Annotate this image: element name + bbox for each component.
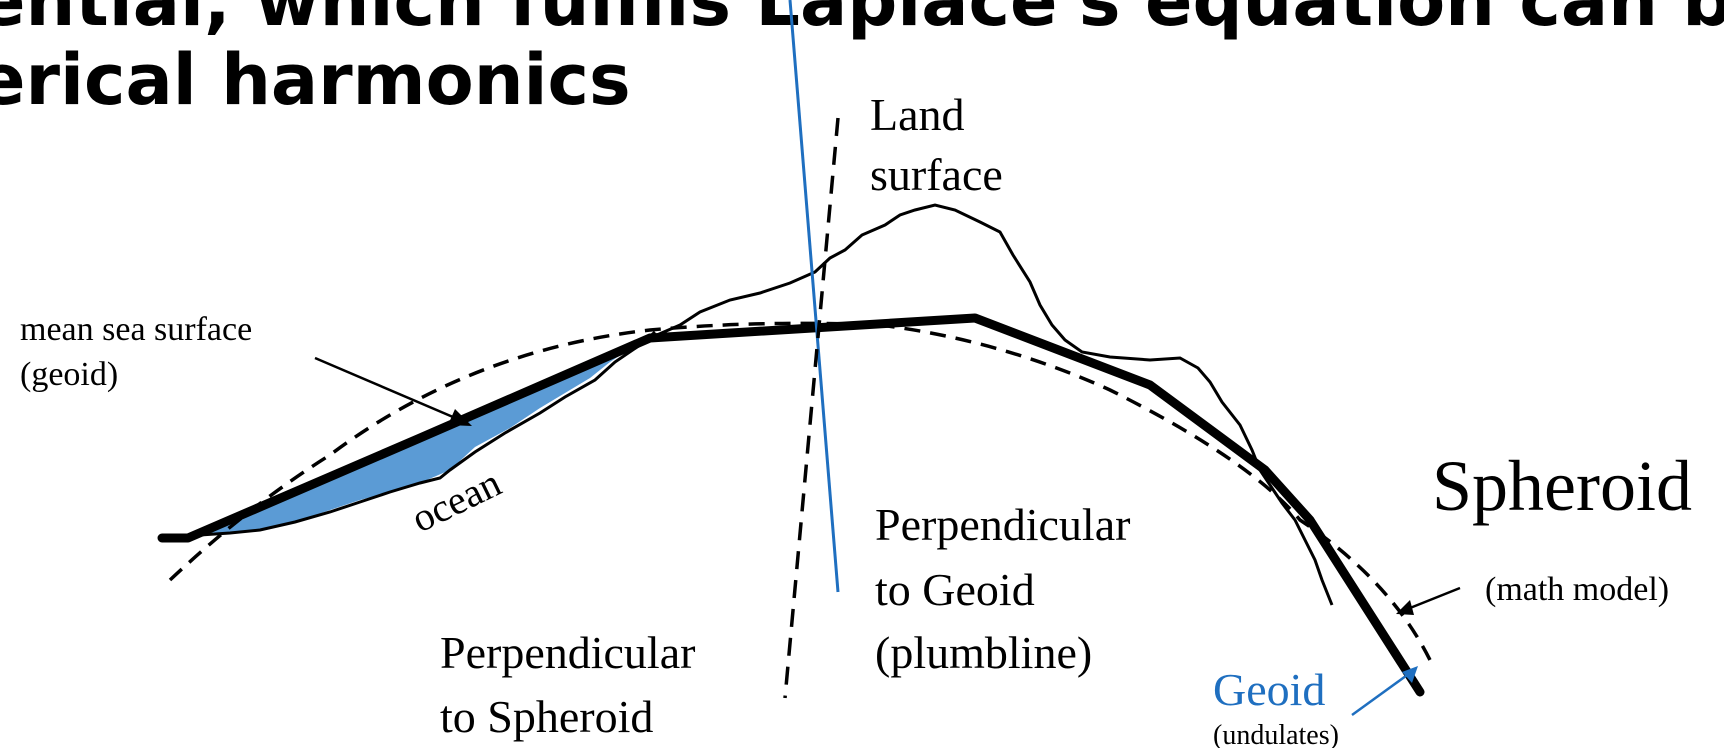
geoid-label-arrow (1351, 671, 1411, 717)
spheroid-perpendicular-line (783, 117, 840, 699)
ocean-seafloor-line (184, 330, 656, 538)
math-model-label: (math model) (1485, 571, 1669, 608)
plumbline (788, 0, 840, 593)
undulates-label: (undulates) (1213, 720, 1339, 748)
mean-sea-surface-label-line-2: (geoid) (20, 356, 118, 393)
land-surface-label-line-2: surface (870, 149, 1003, 200)
slide-title-line-1: ential, which fulfils Laplace's equation… (0, 0, 1724, 42)
geoid-label: Geoid (1213, 664, 1325, 715)
mean-sea-surface-label-line-1: mean sea surface (20, 311, 252, 348)
perpendicular-to-spheroid-label-line-2: to Spheroid (440, 691, 653, 742)
mean-sea-surface-arrowhead (448, 409, 472, 426)
perpendicular-to-geoid-label-line-1: Perpendicular (875, 499, 1130, 550)
mean-sea-surface-arrow (314, 356, 461, 422)
land-surface-label-line-1: Land (870, 89, 965, 140)
perpendicular-to-spheroid-label-line-1: Perpendicular (440, 627, 695, 678)
math-model-arrow (1404, 586, 1461, 612)
slide-title-line-2: erical harmonics (0, 39, 631, 121)
perpendicular-to-geoid-label-line-2: to Geoid (875, 564, 1035, 615)
math-model-arrowhead (1396, 600, 1414, 615)
spheroid-label: Spheroid (1432, 446, 1692, 526)
geoid-label-arrowhead (1402, 666, 1418, 683)
geoid-thick-line (157, 313, 1425, 697)
perpendicular-to-geoid-label-line-3: (plumbline) (875, 627, 1092, 678)
land-surface-line (649, 203, 1334, 606)
